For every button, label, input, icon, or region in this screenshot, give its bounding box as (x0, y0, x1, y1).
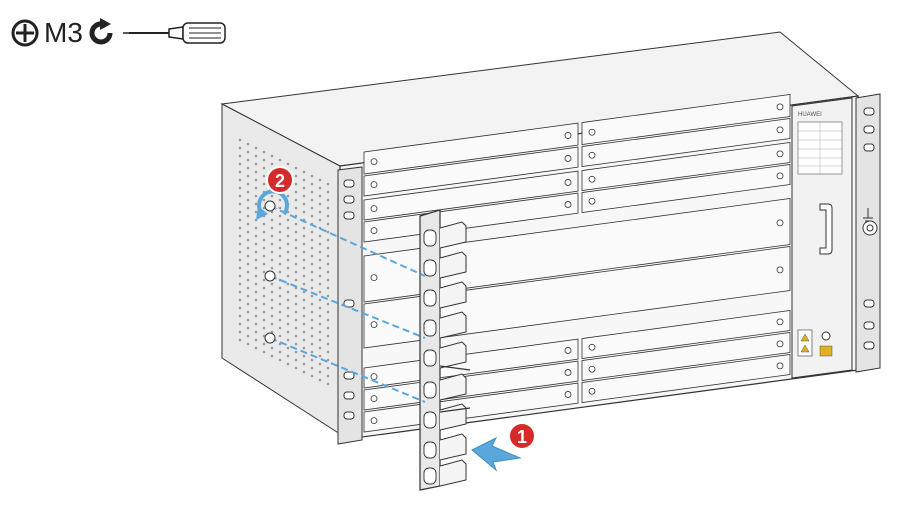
board-slot (363, 338, 579, 389)
side-vent-pattern (238, 138, 330, 386)
alignment-lines (269, 205, 426, 403)
screw-bottom (264, 332, 276, 344)
step-badge-2: 2 (266, 166, 294, 194)
board-slot (363, 246, 791, 349)
esd-jack (821, 331, 831, 341)
board-slot (363, 170, 579, 221)
phillips-cross-icon (11, 19, 39, 47)
screw-top (264, 200, 276, 212)
board-slot (363, 382, 579, 433)
ear-holes (343, 107, 878, 420)
clockwise-rotation-icon (89, 18, 113, 45)
board-slot (581, 310, 791, 360)
screw-middle (264, 270, 276, 282)
board-slot (363, 198, 791, 303)
board-slot (581, 94, 791, 146)
screws (264, 200, 276, 344)
warning-labels (797, 329, 813, 357)
board-slot (363, 122, 579, 175)
board-slot (581, 332, 791, 382)
board-slot (581, 118, 791, 168)
screw-spec-header: M3 (10, 16, 231, 50)
handle-icon (819, 203, 833, 255)
screw-size-label: M3 (44, 17, 83, 48)
board-slot (581, 354, 791, 404)
board-slot (363, 192, 579, 243)
board-slots (363, 94, 791, 433)
screwdriver-icon (122, 22, 226, 44)
cable-management-frame (419, 209, 471, 491)
step-badge-1: 1 (508, 422, 536, 450)
board-slot (363, 360, 579, 411)
insert-arrow-icon (471, 436, 522, 472)
svg-text:1: 1 (517, 427, 527, 447)
svg-text:2: 2 (275, 171, 285, 191)
board-slot (581, 164, 791, 214)
brand-label: HUAWEI (798, 112, 822, 118)
board-slot (581, 142, 791, 192)
board-slot (363, 146, 579, 197)
